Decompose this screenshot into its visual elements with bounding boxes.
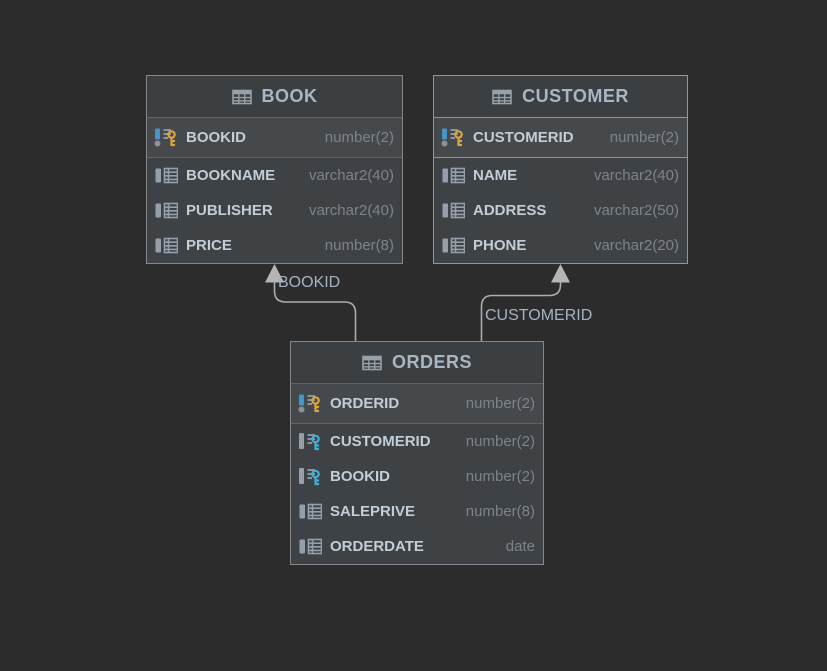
- relationship-label-customerid[interactable]: CUSTOMERID: [485, 307, 593, 324]
- column-icon: [153, 202, 180, 219]
- column-name: BOOKNAME: [186, 167, 276, 184]
- table-row[interactable]: NAME varchar2(40): [434, 158, 687, 193]
- column-section: NAME varchar2(40) ADDRESS varchar2(50): [434, 158, 687, 263]
- primary-key-icon: [297, 394, 324, 413]
- column-name: ORDERDATE: [330, 538, 424, 555]
- column-type: varchar2(40): [593, 167, 679, 184]
- arrowhead-to-customer: [551, 264, 570, 283]
- foreign-key-icon: [297, 432, 324, 451]
- table-title: ORDERS: [391, 352, 472, 372]
- column-icon: [297, 538, 324, 555]
- column-name: CUSTOMERID: [330, 433, 431, 450]
- foreign-key-icon: [297, 467, 324, 486]
- column-name: CUSTOMERID: [473, 129, 574, 146]
- column-type: number(8): [324, 237, 394, 254]
- table-row[interactable]: CUSTOMERID number(2): [434, 118, 687, 157]
- column-icon: [440, 202, 467, 219]
- column-type: number(2): [324, 129, 394, 146]
- table-title: BOOK: [261, 86, 318, 106]
- primary-key-icon: [440, 128, 467, 147]
- table-row[interactable]: PRICE number(8): [147, 228, 402, 263]
- table-orders-header[interactable]: ORDERS: [291, 342, 543, 384]
- table-row[interactable]: PUBLISHER varchar2(40): [147, 193, 402, 228]
- column-type: number(2): [465, 468, 535, 485]
- primary-key-section: CUSTOMERID number(2): [434, 118, 687, 158]
- column-icon: [440, 167, 467, 184]
- table-title: CUSTOMER: [522, 86, 629, 106]
- table-row[interactable]: ADDRESS varchar2(50): [434, 193, 687, 228]
- column-name: PUBLISHER: [186, 202, 273, 219]
- table-node-book[interactable]: BOOK BOOKID number(2): [146, 75, 403, 264]
- column-name: PRICE: [186, 237, 232, 254]
- column-name: BOOKID: [330, 468, 390, 485]
- primary-key-section: ORDERID number(2): [291, 384, 543, 424]
- column-name: SALEPRIVE: [330, 503, 416, 520]
- table-node-orders[interactable]: ORDERS ORDERID number(2): [290, 341, 544, 565]
- column-type: number(8): [465, 503, 535, 520]
- table-row[interactable]: CUSTOMERID number(2): [291, 424, 543, 459]
- column-type: date: [505, 538, 535, 555]
- column-type: number(2): [609, 129, 679, 146]
- table-row[interactable]: BOOKNAME varchar2(40): [147, 158, 402, 193]
- table-icon: [492, 89, 512, 105]
- table-row[interactable]: BOOKID number(2): [291, 459, 543, 494]
- column-type: varchar2(20): [593, 237, 679, 254]
- relationship-label-bookid[interactable]: BOOKID: [278, 274, 341, 291]
- table-row[interactable]: SALEPRIVE number(8): [291, 494, 543, 529]
- column-type: varchar2(40): [308, 202, 394, 219]
- column-icon: [297, 503, 324, 520]
- table-customer-header[interactable]: CUSTOMER: [434, 76, 687, 118]
- column-name: PHONE: [473, 237, 527, 254]
- column-icon: [440, 237, 467, 254]
- column-type: varchar2(40): [308, 167, 394, 184]
- column-section: BOOKNAME varchar2(40) PUBLISHER varchar2…: [147, 158, 402, 263]
- column-type: varchar2(50): [593, 202, 679, 219]
- column-icon: [153, 237, 180, 254]
- column-type: number(2): [465, 433, 535, 450]
- table-row[interactable]: BOOKID number(2): [147, 118, 402, 157]
- primary-key-icon: [153, 128, 180, 147]
- column-icon: [153, 167, 180, 184]
- column-name: ADDRESS: [473, 202, 547, 219]
- column-name: NAME: [473, 167, 518, 184]
- table-icon: [362, 355, 382, 371]
- column-name: ORDERID: [330, 395, 400, 412]
- table-icon: [231, 89, 252, 105]
- column-section: CUSTOMERID number(2) BOOKID number(2): [291, 424, 543, 564]
- table-row[interactable]: ORDERID number(2): [291, 384, 543, 423]
- table-book-header[interactable]: BOOK: [147, 76, 402, 118]
- table-node-customer[interactable]: CUSTOMER CUSTOMERID number(2): [433, 75, 688, 264]
- primary-key-section: BOOKID number(2): [147, 118, 402, 158]
- column-type: number(2): [465, 395, 535, 412]
- table-row[interactable]: ORDERDATE date: [291, 529, 543, 564]
- table-row[interactable]: PHONE varchar2(20): [434, 228, 687, 263]
- column-name: BOOKID: [186, 129, 246, 146]
